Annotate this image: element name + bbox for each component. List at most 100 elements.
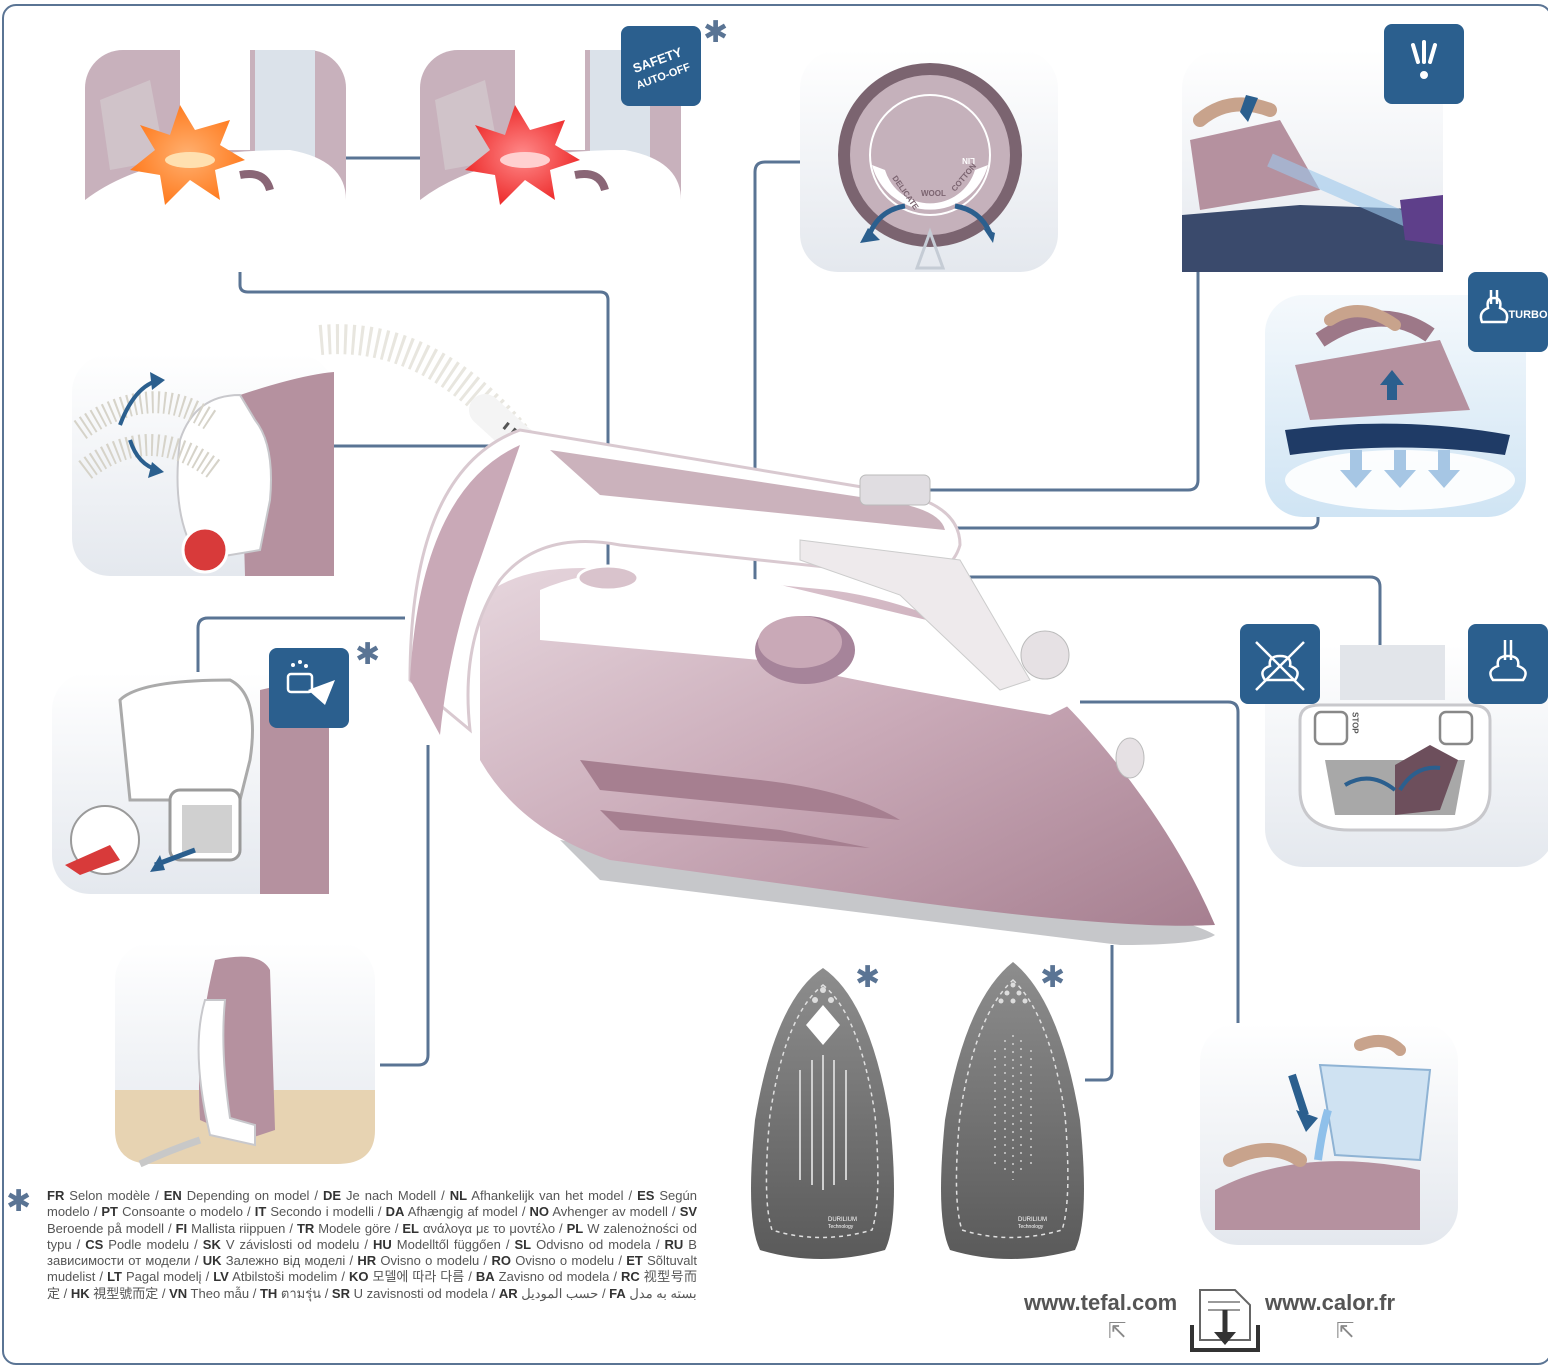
legend-lang-text: Beroende på modell [47,1221,164,1236]
legend-lang-text: 視型號而定 [90,1286,159,1301]
legend-lang-code: BA [476,1269,495,1284]
legend-lang-code: LT [107,1269,122,1284]
legend-lang-text: Selon modèle [64,1188,150,1203]
legend-entry: SR U zavisnosti od modela [332,1286,488,1301]
legend-lang-code: UK [203,1253,222,1268]
legend-lang-text: Theo mẫu [187,1286,249,1301]
legend-lang-text: Ovisno o modelu [376,1253,479,1268]
legend-lang-text: Залежно від моделі [221,1253,345,1268]
legend-entry: CS Podle modelu [85,1237,189,1252]
legend-lang-text: Ovisno o modelu [511,1253,614,1268]
selector-stop-label: STOP [1351,712,1360,734]
tefal-cursor-icon: ⇱ [1108,1318,1126,1344]
legend-lang-text: Avhenger av modell [549,1204,668,1219]
anti-calc-badge [269,648,349,728]
legend-entry: EN Depending on model [164,1188,310,1203]
legend-entry: FA بسته به مدل [609,1286,696,1301]
legend-lang-text: بسته به مدل [626,1286,697,1301]
legend-entry: HU Modelltől függően [373,1237,501,1252]
spray-badge [1384,24,1464,104]
legend-lang-text: Pagal modelį [122,1269,202,1284]
panel-iron-on-heel [115,942,375,1164]
legend-lang-text: Depending on model [182,1188,310,1203]
legend-lang-code: FR [47,1188,64,1203]
legend-entry: DA Afhængig af model [386,1204,518,1219]
legend-lang-code: TR [297,1221,314,1236]
legend-entry: PT Consoante o modelo [101,1204,243,1219]
turbo-badge: TURBO [1468,272,1548,352]
legend-lang-text: Mallista riippuen [187,1221,285,1236]
legend-lang-text: V závislosti od modelu [221,1237,360,1252]
legend-lang-code: SK [203,1237,221,1252]
star-safety: ✱ [703,18,728,48]
calor-cursor-icon: ⇱ [1336,1318,1354,1344]
legend-star: ✱ [6,1184,31,1219]
legend-entry: EL ανάλογα με το μοντέλο [402,1221,555,1236]
legend-lang-text: Je nach Modell [341,1188,436,1203]
legend-lang-code: PT [101,1204,118,1219]
legend-lang-code: RC [621,1269,640,1284]
panel-cord-rotation [72,354,334,576]
legend-lang-code: ES [637,1188,654,1203]
legend-lang-code: LV [213,1269,229,1284]
dial-label-lin: LIN [962,156,975,165]
legend-lang-code: SL [514,1237,531,1252]
legend-lang-text: Afhængig af model [404,1204,517,1219]
safety-auto-off-badge: SAFETY AUTO-OFF [621,26,701,106]
star-soleplate1: ✱ [855,963,880,993]
legend-entry: LT Pagal modelį [107,1269,202,1284]
legend-entry: UK Залежно від моделі [203,1253,346,1268]
legend-lang-code: ET [626,1253,643,1268]
legend-lang-text: Modelltől függően [392,1237,501,1252]
legend-lang-code: RU [665,1237,684,1252]
legend-entry: RO Ovisno o modelu [491,1253,614,1268]
legend-entry: LV Atbilstoši modelim [213,1269,337,1284]
calor-url-link[interactable]: www.calor.fr [1265,1290,1395,1316]
legend-lang-text: Atbilstoši modelim [229,1269,337,1284]
legend-lang-code: HK [71,1286,90,1301]
legend-lang-code: DE [323,1188,341,1203]
legend-lang-code: AR [499,1286,518,1301]
legend-entry: TR Modele göre [297,1221,391,1236]
legend-lang-code: NO [530,1204,550,1219]
legend-lang-text: Odvisno od modela [531,1237,651,1252]
legend-lang-code: KO [349,1269,369,1284]
legend-entry: HR Ovisno o modelu [357,1253,479,1268]
model-dependency-legend: FR Selon modèle / EN Depending on model … [47,1188,697,1302]
soleplate-1: DURILIUM Technology [751,968,894,1259]
legend-lang-text: Secondo i modelli [266,1204,374,1219]
legend-lang-code: EN [164,1188,182,1203]
legend-entry: TH ตามรุ่น [260,1286,321,1301]
legend-lang-code: VN [169,1286,187,1301]
legend-lang-text: Podle modelu [103,1237,189,1252]
soleplate1-brand: DURILIUM [828,1217,857,1223]
legend-lang-code: SR [332,1286,350,1301]
panel-light-heating [85,50,346,272]
legend-entry: SK V závislosti od modelu [203,1237,360,1252]
main-iron [320,339,1215,945]
soleplate1-brand2: Technology [828,1224,854,1230]
download-icon[interactable] [1192,1290,1258,1350]
legend-entry: DE Je nach Modell [323,1188,436,1203]
tefal-url-link[interactable]: www.tefal.com [1024,1290,1177,1316]
legend-lang-code: FA [609,1286,626,1301]
legend-lang-text: ตามรุ่น [277,1286,321,1301]
legend-lang-text: Afhankelijk van het model [467,1188,623,1203]
legend-lang-text: Zavisno od modela [495,1269,610,1284]
legend-lang-code: HR [357,1253,376,1268]
legend-lang-code: DA [386,1204,405,1219]
legend-entry: BA Zavisno od modela [476,1269,609,1284]
steam-stop-badge [1240,624,1320,704]
legend-lang-text: حسب الموديل [518,1286,599,1301]
legend-lang-code: HU [373,1237,392,1252]
panel-temperature-dial: DELICATE WOOL COTTON LIN [800,50,1058,272]
legend-entry: FI Mallista riippuen [176,1221,286,1236]
legend-entry: SL Odvisno od modela [514,1237,650,1252]
legend-lang-text: Consoante o modelo [118,1204,243,1219]
legend-lang-text: Modele göre [314,1221,391,1236]
soleplate-2: DURILIUM Technology [941,962,1084,1259]
star-anticalc: ✱ [355,640,380,670]
star-soleplate2: ✱ [1040,963,1065,993]
turbo-badge-label: TURBO [1508,309,1548,321]
